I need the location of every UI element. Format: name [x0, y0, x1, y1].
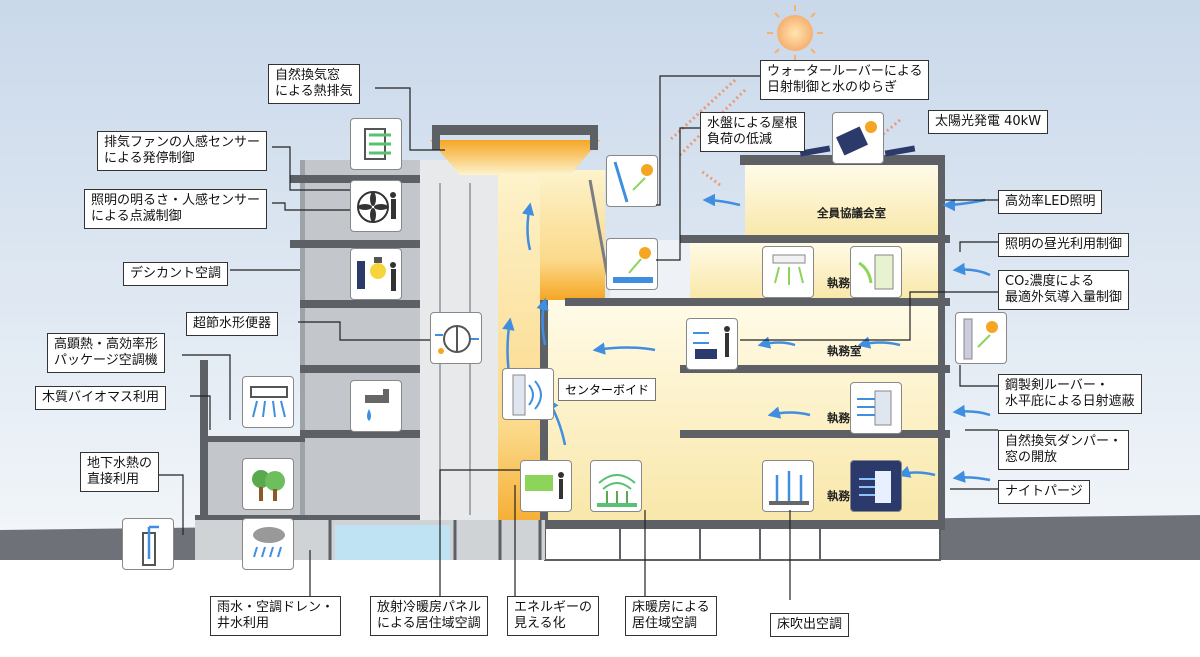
- damper-icon: [850, 460, 902, 512]
- callout-line: による発停制御: [104, 151, 195, 166]
- water-louver-icon: [606, 155, 658, 207]
- callout-line: 負荷の低減: [707, 132, 773, 147]
- well-pipe-icon: [122, 518, 174, 570]
- ceiling-ac-icon: [242, 376, 294, 428]
- room-office-1: 執務: [827, 276, 850, 290]
- callout-line: 自然換気窓: [275, 68, 341, 83]
- fan-icon: [350, 180, 402, 232]
- callout-line: ウォータールーバーによる: [767, 64, 923, 79]
- callout-line: 排気ファンの人感センサー: [104, 135, 261, 150]
- callout-line: CO₂濃度による: [1005, 274, 1095, 289]
- callout-radiant-panel: 放射冷暖房パネル による居住域空調: [370, 596, 489, 636]
- callout-line: ナイトパージ: [1005, 484, 1083, 499]
- callout-exhaust-fan: 排気ファンの人感センサー による発停制御: [97, 131, 268, 171]
- callout-night-purge: ナイトパージ: [998, 480, 1090, 504]
- co2-sensor-icon: [686, 318, 738, 370]
- callout-water-basin: 水盤による屋根 負荷の低減: [700, 112, 805, 152]
- callout-rainwater: 雨水・空調ドレン・ 井水利用: [210, 596, 342, 636]
- callout-co2: CO₂濃度による 最適外気導入量制御: [998, 270, 1130, 310]
- louver-icon: [850, 382, 902, 434]
- callout-line: 高顕熱・高効率形: [54, 337, 159, 352]
- callout-line: 水平庇による日射遮蔽: [1005, 394, 1135, 409]
- callout-line: 照明の昼光利用制御: [1005, 237, 1123, 252]
- callout-lighting-sensor: 照明の明るさ・人感センサー による点滅制御: [84, 189, 268, 229]
- window-vent-icon: [350, 118, 402, 170]
- callout-damper: 自然換気ダンパー・ 窓の開放: [998, 430, 1130, 470]
- room-office-4: 執務: [827, 489, 850, 503]
- dehumidifier-icon: [430, 312, 482, 364]
- callout-line: 床吹出空調: [777, 617, 843, 632]
- led-icon: [762, 246, 814, 298]
- callout-led: 高効率LED照明: [998, 190, 1103, 214]
- callout-desiccant: デシカント空調: [123, 262, 229, 286]
- callout-line: 自然換気ダンパー・: [1005, 434, 1123, 449]
- center-void-label: センターボイド: [558, 378, 657, 401]
- steel-louver-icon: [955, 312, 1007, 364]
- bulb-icon: [350, 248, 402, 300]
- basin-icon: [606, 238, 658, 290]
- callout-natural-vent-window: 自然換気窓 による熱排気: [268, 64, 360, 104]
- callout-line: デシカント空調: [130, 266, 222, 281]
- callout-line: 見える化: [514, 616, 566, 631]
- callout-water-louver: ウォータールーバーによる 日射制御と水のゆらぎ: [760, 60, 930, 100]
- callout-energy-visual: エネルギーの 見える化: [507, 596, 600, 636]
- callout-line: 井水利用: [217, 616, 270, 631]
- center-void-louver-icon: [502, 368, 554, 420]
- callout-line: による熱排気: [275, 84, 353, 99]
- energy-monitor-icon: [520, 460, 572, 512]
- callout-line: 放射冷暖房パネル: [377, 600, 482, 615]
- callout-line: 窓の開放: [1005, 450, 1058, 465]
- tree-icon: [242, 458, 294, 510]
- daylight-sensor-icon: [850, 246, 902, 298]
- callout-line: 水盤による屋根: [707, 116, 798, 131]
- callout-wood-biomass: 木質バイオマス利用: [35, 386, 167, 410]
- callout-line: エネルギーの: [514, 600, 593, 615]
- rain-cloud-icon: [242, 518, 294, 570]
- callout-line: 超節水形便器: [193, 316, 272, 331]
- callout-solar-power: 太陽光発電 40kW: [928, 110, 1049, 134]
- callout-line: 直接利用: [87, 472, 140, 487]
- floor-heat-icon: [590, 460, 642, 512]
- callout-line: 木質バイオマス利用: [42, 390, 160, 405]
- callout-daylight: 照明の昼光利用制御: [998, 233, 1130, 257]
- floor-air-icon: [762, 460, 814, 512]
- room-office-2: 執務室: [827, 344, 862, 358]
- callout-ultra-water-toilet: 超節水形便器: [186, 312, 279, 336]
- room-office-3: 執務: [827, 411, 850, 425]
- callout-line: 高効率LED照明: [1005, 194, 1096, 209]
- callout-steel-louver: 鋼製剣ルーバー・ 水平庇による日射遮蔽: [998, 374, 1142, 414]
- room-assembly: 全員協議会室: [817, 206, 886, 220]
- callout-high-sensible-ac: 高顕熱・高効率形 パッケージ空調機: [47, 333, 166, 373]
- callout-line: 最適外気導入量制御: [1005, 290, 1123, 305]
- callout-line: 日射制御と水のゆらぎ: [767, 80, 898, 95]
- callout-line: 太陽光発電 40kW: [935, 114, 1042, 129]
- callout-line: による居住域空調: [377, 616, 481, 631]
- solar-panel-icon: [832, 112, 884, 164]
- callout-groundwater-heat: 地下水熱の 直接利用: [80, 452, 160, 492]
- callout-line: 地下水熱の: [87, 456, 153, 471]
- callout-line: 床暖房による: [632, 600, 710, 615]
- callout-line: による点滅制御: [91, 209, 182, 224]
- callout-line: 鋼製剣ルーバー・: [1005, 378, 1109, 393]
- callout-line: 照明の明るさ・人感センサー: [91, 193, 261, 208]
- callout-floor-heating: 床暖房による 居住域空調: [625, 596, 717, 636]
- callout-line: パッケージ空調機: [54, 353, 158, 368]
- tap-icon: [350, 380, 402, 432]
- callout-line: 居住域空調: [632, 616, 698, 631]
- callout-floor-blowout: 床吹出空調: [770, 613, 850, 637]
- callout-line: 雨水・空調ドレン・: [217, 600, 335, 615]
